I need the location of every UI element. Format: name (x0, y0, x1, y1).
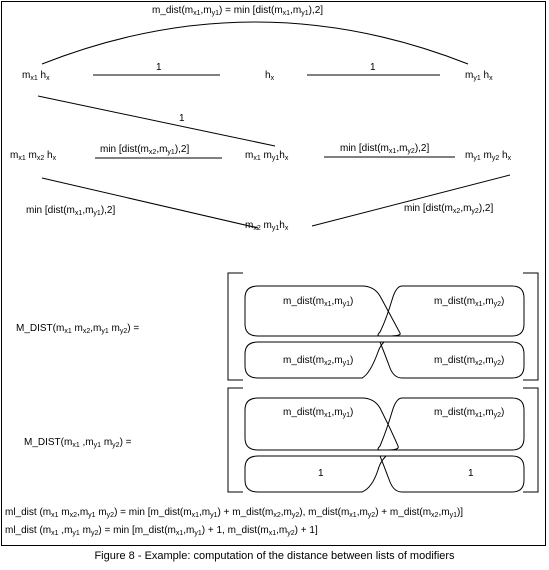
edge-row1-right-label: 1 (370, 62, 376, 73)
matrix1-right-bracket (523, 272, 539, 381)
node-row1-center: hx (265, 70, 275, 82)
matrix1-cell-br (379, 341, 525, 379)
edge-row1-left-label: 1 (156, 62, 162, 73)
node-row2-right: my1 my2 hx (465, 150, 512, 162)
matrix2-left-bracket (227, 387, 243, 493)
edge-row3-right (311, 174, 511, 227)
figure-frame (1, 1, 546, 546)
edge-row3-left-label: min [dist(mx1,my1),2] (26, 205, 116, 217)
matrix1-cell-tl-label: m_dist(mx1,my1) (283, 296, 354, 308)
matrix1-cell-tr (377, 285, 525, 337)
matrix2-cell-bl-label: 1 (318, 468, 324, 479)
edge-row3-left (41, 177, 259, 229)
edge-row1-diag-label: 1 (179, 113, 185, 124)
node-row1-left: mx1 hx (22, 70, 50, 82)
top-formula: m_dist(mx1,my1) = min [dist(mx1,my1),2] (152, 5, 324, 17)
matrix2-cell-tl (244, 397, 399, 451)
matrix1-label: M_DIST(mx1 mx2,my1 my2) = (16, 323, 140, 335)
edge-row2-left-label: min [dist(mx2,my1),2] (100, 144, 190, 156)
node-row3-bottom: mx2 my1hx (245, 220, 289, 232)
node-row1-right: my1 hx (465, 70, 493, 82)
top-arc (41, 21, 469, 65)
matrix1-cell-br-label: m_dist(mx2,my2) (434, 355, 505, 367)
matrix2-cell-tl-label: m_dist(mx1,my1) (283, 407, 354, 419)
node-row2-center: mx1 my1hx (245, 150, 289, 162)
figure-caption: Figure 8 - Example: computation of the d… (94, 550, 455, 562)
matrix1-cell-tl (244, 285, 401, 337)
matrix1-left-bracket (227, 272, 243, 381)
matrix2-cell-br (379, 455, 525, 493)
matrix2-cell-tr-label: m_dist(mx1,my2) (434, 407, 505, 419)
node-row2-left: mx1 mx2 hx (10, 150, 57, 162)
matrix1-cell-bl-label: m_dist(mx2,my1) (283, 355, 354, 367)
matrix2-cell-br-label: 1 (468, 468, 474, 479)
edge-row1-diag (37, 95, 276, 147)
formula-ml-dist-1: ml_dist (mx1 mx2,my1 my2) = min [m_dist(… (5, 507, 464, 519)
matrix2-cell-bl (244, 455, 388, 493)
edge-row3-right-label: min [dist(mx2,my2),2] (404, 203, 494, 215)
formula-ml-dist-2: ml_dist (mx1 ,my1 my2) = min [m_dist(mx1… (5, 525, 318, 537)
matrix1-cell-tr-label: m_dist(mx1,my2) (434, 296, 505, 308)
matrix2-label: M_DIST(mx1 ,my1 my2) = (24, 437, 132, 449)
matrix2-cell-tr (377, 397, 525, 451)
matrix2-right-bracket (523, 387, 539, 493)
edge-row2-right-label: min [dist(mx1,my2),2] (340, 143, 430, 155)
matrix1-cell-bl (244, 341, 386, 379)
